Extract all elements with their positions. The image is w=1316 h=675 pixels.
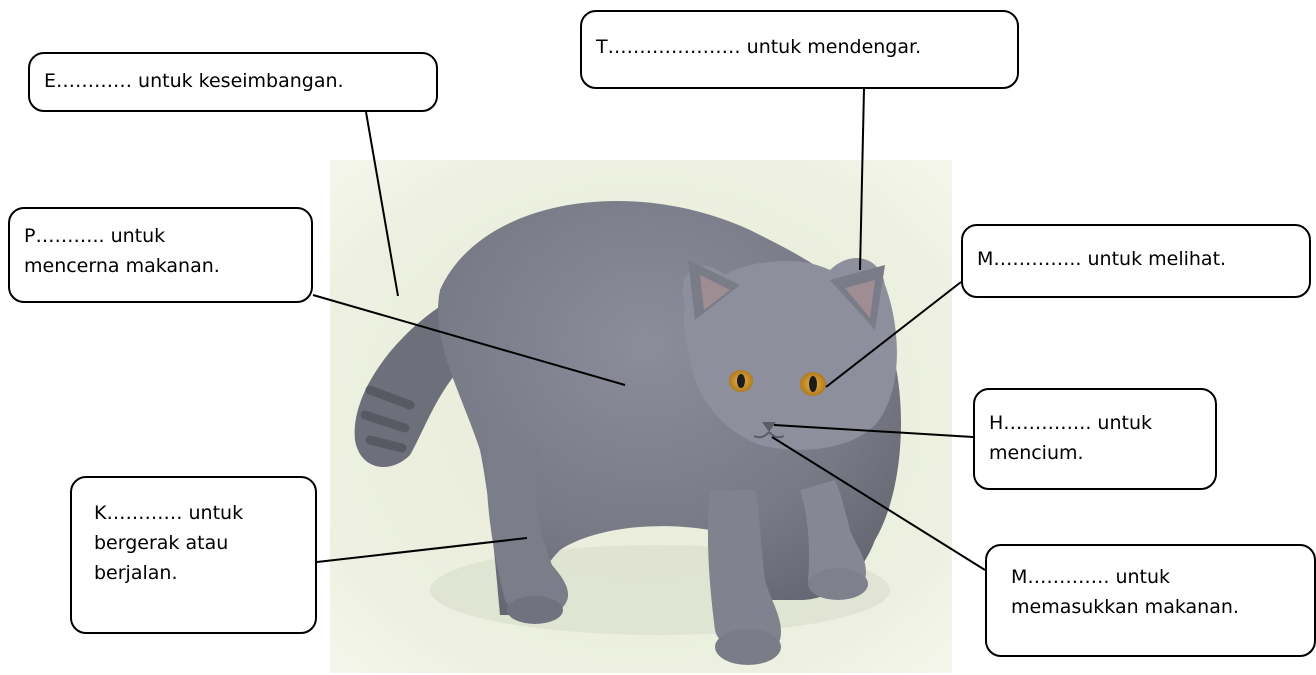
- label-hidung: H………….. untuk mencium.: [973, 388, 1217, 490]
- label-mulut-line1: M…………. untuk: [1011, 566, 1171, 588]
- label-perut: P……….. untuk mencerna makanan.: [8, 207, 313, 303]
- label-telinga-line: T………………… untuk mendengar.: [596, 36, 922, 58]
- label-hidung-line2: mencium.: [989, 442, 1084, 464]
- label-mulut: M…………. untuk memasukkan makanan.: [985, 544, 1316, 657]
- label-mata: M………….. untuk melihat.: [961, 224, 1311, 298]
- label-hidung-line1: H………….. untuk: [989, 412, 1152, 434]
- label-kaki-line1: K………… untuk: [94, 502, 244, 524]
- label-perut-line1: P……….. untuk: [24, 225, 166, 247]
- cat-photo: [330, 160, 952, 673]
- label-kaki-line3: berjalan.: [94, 562, 178, 584]
- label-kaki: K………… untuk bergerak atau berjalan.: [70, 476, 317, 634]
- label-perut-line2: mencerna makanan.: [24, 255, 220, 277]
- label-mata-line: M………….. untuk melihat.: [977, 248, 1227, 270]
- label-mulut-line2: memasukkan makanan.: [1011, 596, 1239, 618]
- label-kaki-line2: bergerak atau: [94, 532, 229, 554]
- label-ekor: E………… untuk keseimbangan.: [28, 52, 438, 112]
- label-telinga: T………………… untuk mendengar.: [580, 10, 1019, 89]
- label-ekor-line: E………… untuk keseimbangan.: [44, 70, 344, 92]
